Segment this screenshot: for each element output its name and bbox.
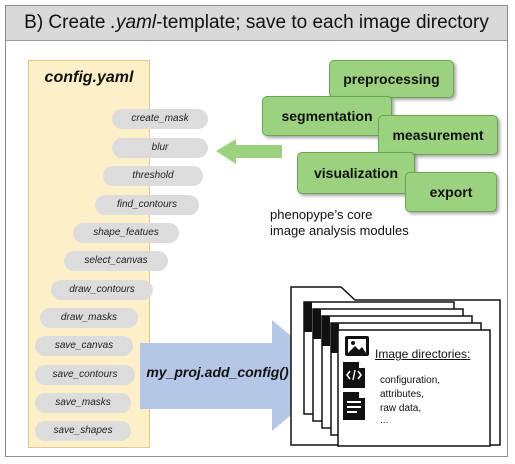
code-file-icon [343,362,365,388]
config-step: save_canvas [35,336,133,356]
directories-title: Image directories: [375,347,471,361]
module-preprocessing: preprocessing [329,60,454,98]
config-step: draw_contours [51,280,153,300]
module-visualization: visualization [297,152,415,194]
module-export: export [405,172,497,212]
config-title: config.yaml [44,69,134,86]
module-segmentation: segmentation [262,96,392,136]
panel-header: B) Create .yaml-template; save to each i… [6,6,507,41]
header-prefix: B) Create [24,12,111,33]
image-icon [345,336,369,356]
header-emphasis: .yaml [110,12,157,33]
directory-item: ... [380,415,389,426]
config-step: blur [112,138,208,158]
modules-caption: phenopype’s core image analysis modules [270,207,409,239]
config-step: find_contours [95,195,199,215]
add-config-arrow [140,320,338,431]
config-step: shape_featues [73,223,179,243]
caption-line-1: phenopype’s core [270,207,373,222]
directory-item: raw data, [380,403,422,414]
caption-line-2: image analysis modules [270,223,409,238]
config-step: create_mask [112,109,208,129]
module-measurement: measurement [378,115,498,155]
config-step: save_masks [35,393,131,413]
config-step: save_contours [35,365,135,385]
config-step: threshold [103,166,203,186]
config-step: draw_masks [40,308,138,328]
directory-item: attributes, [380,389,424,400]
directory-item: configuration, [380,375,441,386]
panel-frame [5,5,508,457]
config-step: select_canvas [64,251,168,271]
header-suffix: -template; save to each image directory [156,12,489,33]
text-file-icon [343,392,365,420]
config-step: save_shapes [35,421,131,441]
modules-arrow [216,139,282,164]
add-config-label: my_proj.add_config() [146,364,289,380]
